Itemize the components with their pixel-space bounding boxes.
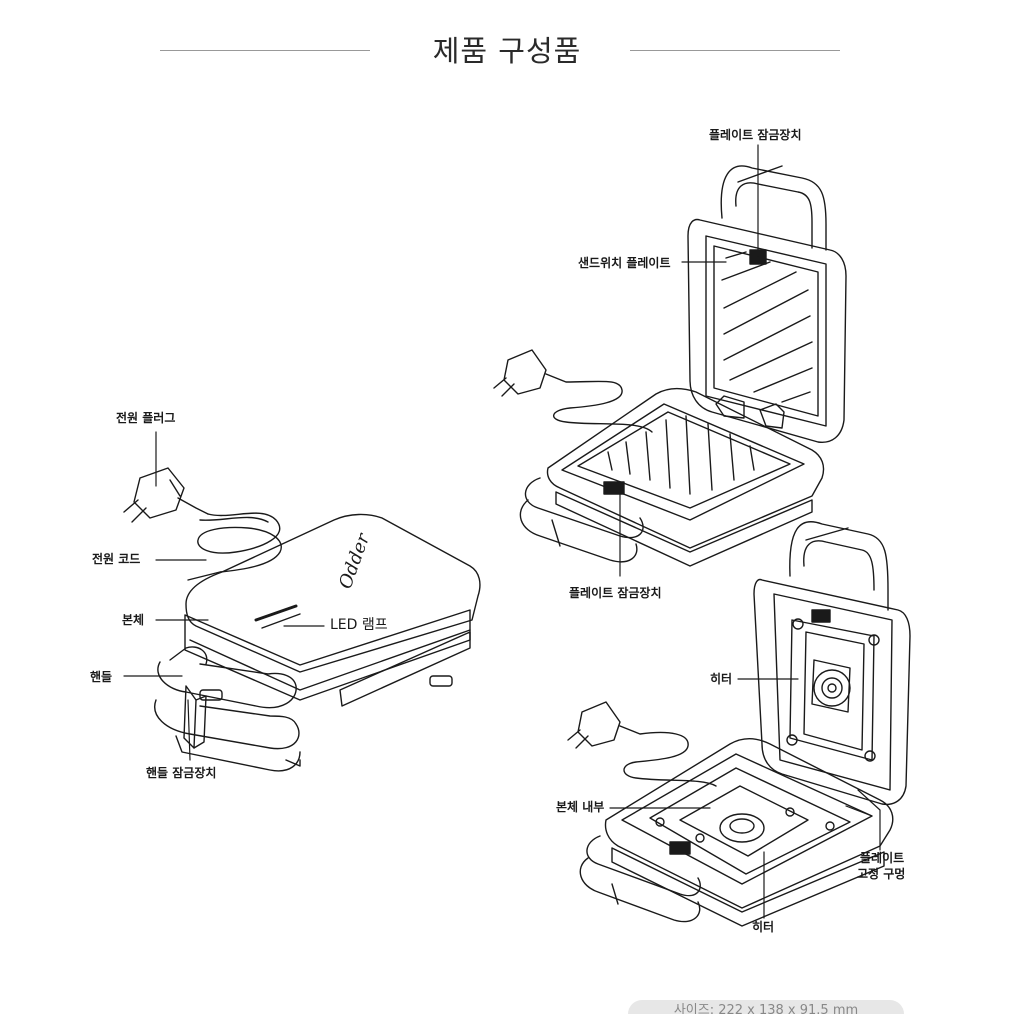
label-power-cord: 전원 코드 (92, 552, 141, 566)
label-body: 본체 (122, 613, 145, 627)
open-unit-plates-drawing (493, 165, 847, 567)
label-sandwich-plate: 샌드위치 플레이트 (578, 256, 671, 270)
power-plug-drawing (123, 467, 209, 523)
label-heater-top: 히터 (710, 672, 733, 686)
label-handle-lock: 핸들 잠금장치 (146, 766, 217, 780)
size-badge: 사이즈: 222 x 138 x 91.5 mm (628, 1000, 904, 1014)
label-handle: 핸들 (90, 670, 113, 684)
label-plate-fix-hole-2: 고정 구멍 (857, 867, 906, 881)
title-rule-left (160, 50, 370, 51)
label-plate-lock-top: 플레이트 잠금장치 (709, 128, 802, 142)
leader-lines (123, 144, 881, 919)
brand-logo: Odder (335, 530, 375, 592)
title-rule-right (630, 50, 840, 51)
label-power-plug: 전원 플러그 (116, 411, 176, 425)
page-title: 제품 구성품 (432, 34, 582, 68)
open-unit-heaters-drawing (567, 521, 911, 927)
label-plate-fix-hole-1: 플레이트 (860, 851, 905, 865)
label-led-lamp: LED 램프 (330, 617, 388, 633)
label-plate-lock-bottom: 플레이트 잠금장치 (569, 586, 662, 600)
label-heater-bottom: 히터 (752, 920, 775, 934)
label-body-inside: 본체 내부 (556, 800, 605, 814)
